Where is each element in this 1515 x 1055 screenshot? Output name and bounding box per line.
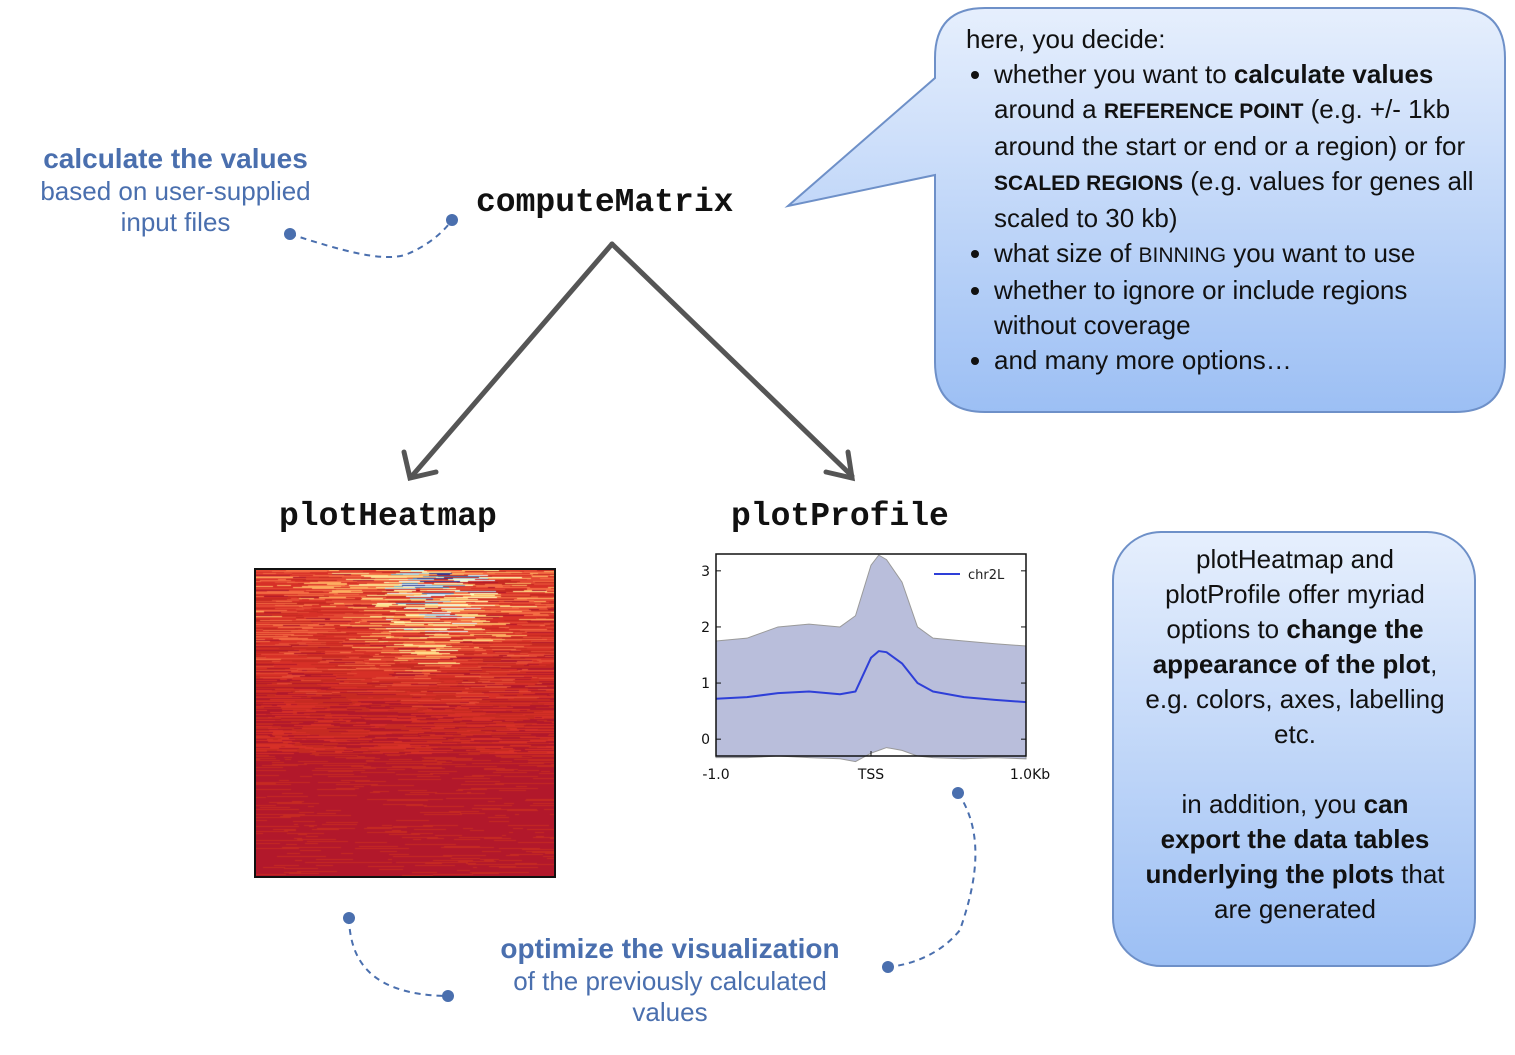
- info-para-2: in addition, you can export the data tab…: [1145, 789, 1445, 924]
- info-para-1: plotHeatmap and plotProfile offer myriad…: [1145, 544, 1445, 749]
- note-calculate-line1: based on user-supplied: [40, 175, 311, 206]
- xtick-label: TSS: [857, 767, 884, 783]
- note-calculate-line2: input files: [120, 206, 231, 237]
- arrow-to-heatmap: [401, 241, 615, 481]
- profile-line-chr2L: [715, 650, 1027, 704]
- dot-calc-start: [284, 228, 296, 240]
- note-optimize-title: optimize the visualization: [500, 933, 840, 964]
- callout-list: whether you want to calculate values aro…: [966, 57, 1486, 378]
- ytick-label: 1: [701, 676, 710, 692]
- ytick-label: 0: [701, 732, 710, 748]
- dot-heat-end: [442, 990, 454, 1002]
- connector-calculate: [289, 219, 453, 259]
- xtick-label: 1.0Kb: [1010, 767, 1050, 783]
- node-computematrix: computeMatrix: [476, 184, 734, 221]
- callout-item-2: what size of BINNING you want to use: [994, 236, 1486, 273]
- ytick-label: 2: [701, 620, 710, 636]
- profile-plot: 0 1 2 3 -1.0 TSS 1.0Kb chr2L: [701, 553, 1050, 783]
- connector-heatmap: [348, 917, 449, 997]
- node-plotprofile: plotProfile: [731, 498, 949, 535]
- node-plotheatmap: plotHeatmap: [279, 498, 497, 535]
- note-optimize: optimize the visualization of the previo…: [480, 932, 860, 1028]
- callout-bubble: [784, 7, 1506, 413]
- xtick-label: -1.0: [702, 767, 729, 783]
- callout-intro: here, you decide:: [966, 24, 1166, 54]
- callout-item-3: whether to ignore or include regions wit…: [994, 273, 1486, 343]
- dot-prof-start: [952, 787, 964, 799]
- callout-item-1: whether you want to calculate values aro…: [994, 57, 1486, 236]
- info-box-text: plotHeatmap and plotProfile offer myriad…: [1140, 542, 1450, 927]
- callout-text: here, you decide: whether you want to ca…: [966, 22, 1486, 378]
- note-optimize-line2: values: [632, 996, 708, 1027]
- note-optimize-line1: of the previously calculated: [513, 965, 827, 996]
- legend-label: chr2L: [968, 568, 1005, 583]
- arrow-to-profile: [609, 241, 856, 482]
- note-calculate: calculate the values based on user-suppl…: [28, 142, 323, 238]
- dot-prof-end: [882, 961, 894, 973]
- ytick-label: 3: [701, 564, 710, 580]
- info-box: [1112, 531, 1476, 967]
- connector-profile: [887, 792, 977, 968]
- dot-heat-start: [343, 912, 355, 924]
- heatmap-image: [254, 568, 556, 878]
- dot-calc-end: [446, 214, 458, 226]
- note-calculate-title: calculate the values: [43, 143, 308, 174]
- callout-item-4: and many more options…: [994, 343, 1486, 378]
